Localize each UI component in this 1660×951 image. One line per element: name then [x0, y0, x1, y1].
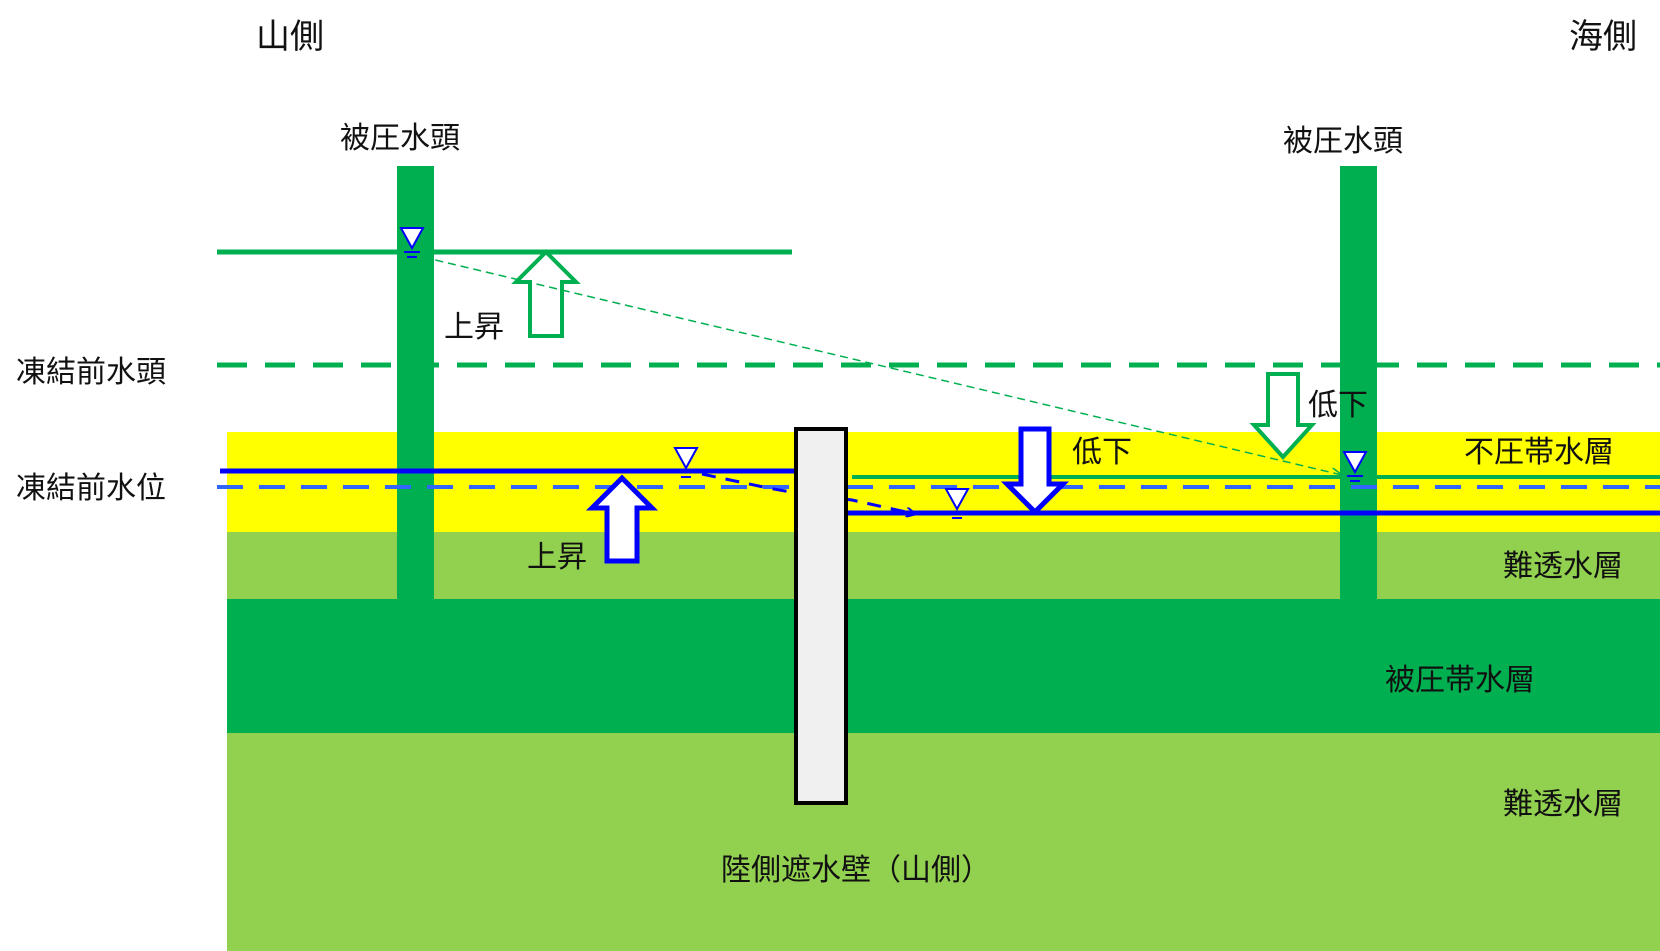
aquitard-upper-layer: [227, 532, 1660, 599]
pre-freeze-head-label: 凍結前水頭: [16, 355, 166, 390]
left-water-rise-label: 上昇: [527, 540, 587, 575]
water-marker-left-level: [673, 447, 699, 478]
water-marker-right-head: [1342, 451, 1368, 482]
rise-arrow-head-left: [511, 249, 581, 338]
seepage-flow-arrow: [701, 472, 915, 514]
piezometer-tube-right: [1340, 166, 1377, 600]
wall-label: 陸側遮水壁（山側）: [721, 853, 991, 888]
aquitard-upper-label: 難透水層: [1503, 549, 1623, 584]
sea-side-label: 海側: [1569, 17, 1637, 57]
aquitard-lower-layer: [227, 733, 1660, 951]
fall-arrow-water-right: [1000, 426, 1070, 516]
right-water-fall-label: 低下: [1072, 435, 1132, 470]
land-side-wall: [794, 427, 848, 805]
mountain-side-label: 山側: [256, 17, 324, 57]
left-head-label: 被圧水頭: [340, 121, 460, 156]
right-head-fall-label: 低下: [1308, 388, 1368, 423]
water-marker-right-level: [944, 488, 970, 519]
right-head-label: 被圧水頭: [1283, 124, 1403, 159]
rise-arrow-water-left: [585, 474, 659, 564]
fall-arrow-head-right: [1249, 372, 1317, 460]
pre-freeze-water-level-label: 凍結前水位: [16, 471, 166, 506]
confined-aquifer-layer: [227, 599, 1660, 733]
unconfined-aquifer-label: 不圧帯水層: [1464, 435, 1614, 470]
head-gradient-line: [409, 253, 1342, 475]
unconfined-aquifer-layer: [227, 432, 1660, 532]
confined-aquifer-label: 被圧帯水層: [1385, 663, 1535, 698]
water-marker-left-head: [399, 227, 425, 258]
aquitard-lower-label: 難透水層: [1503, 787, 1623, 822]
left-head-rise-label: 上昇: [444, 310, 504, 345]
